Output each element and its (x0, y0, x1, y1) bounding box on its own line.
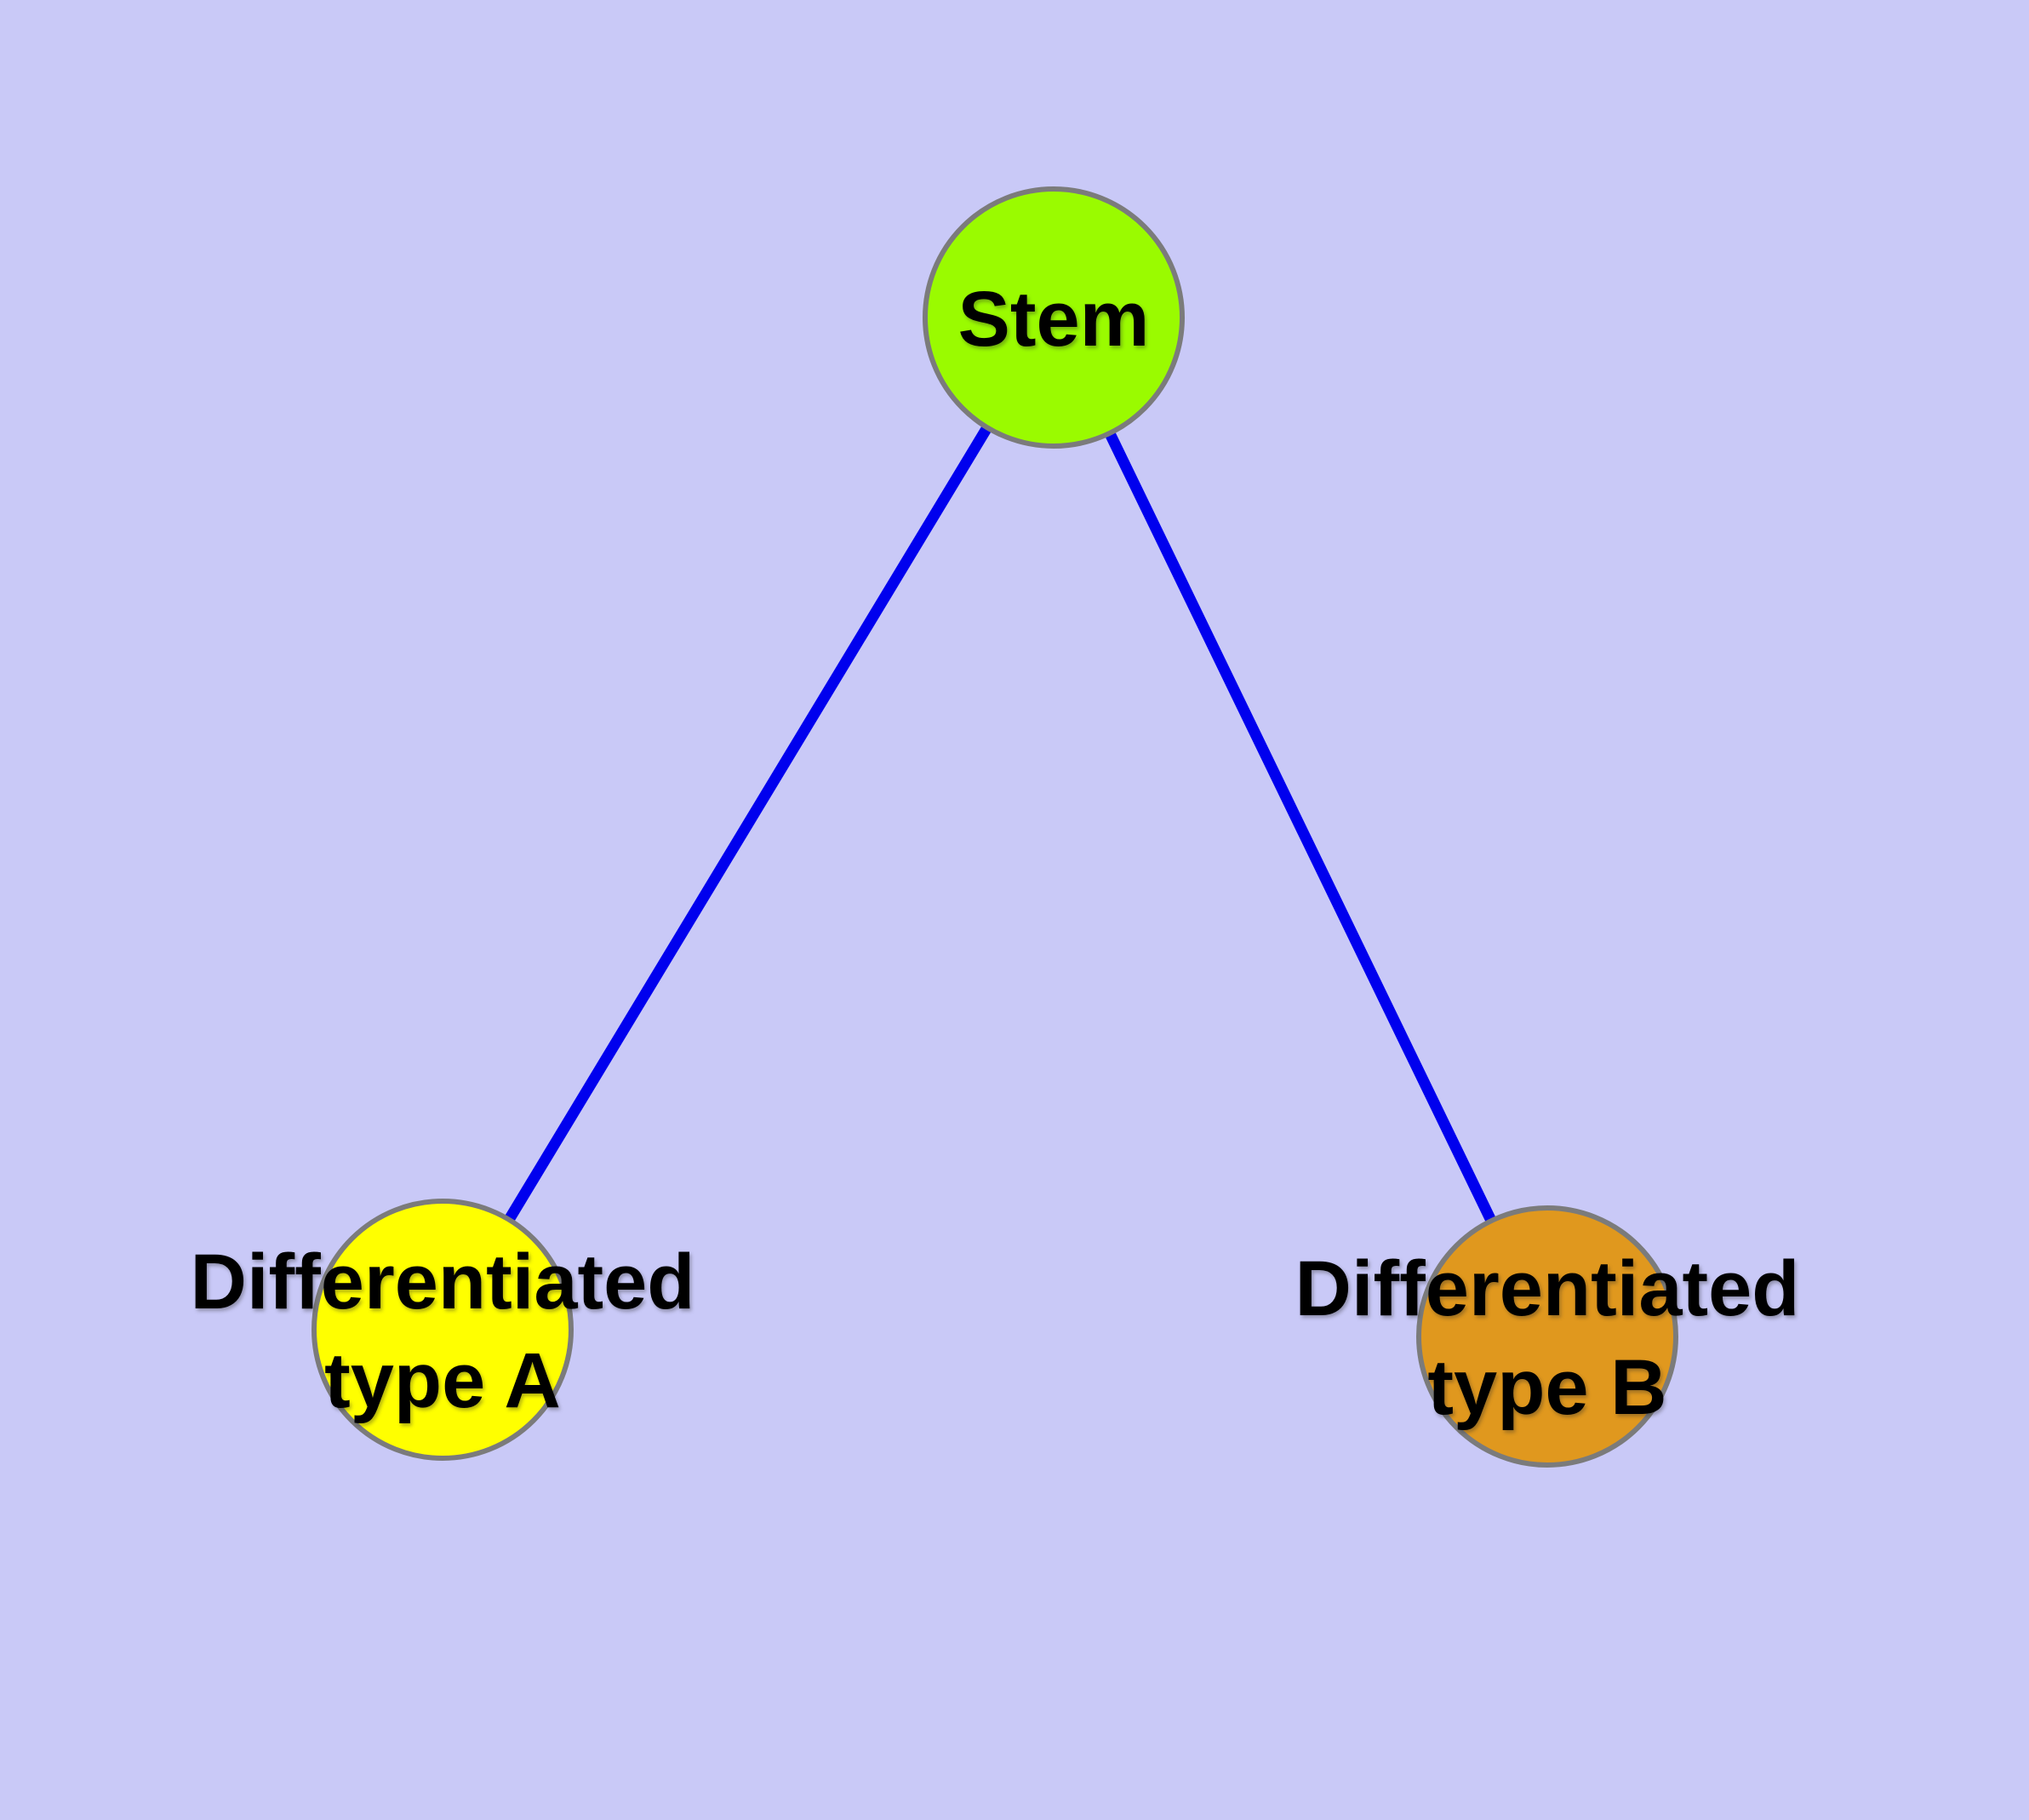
node-stem-label: Stem (958, 276, 1150, 363)
node-stem-label-line-1: Stem (958, 276, 1150, 363)
node-diff-a-label-line-1: Differentiated (191, 1239, 695, 1325)
edge-stem-diff-b (1049, 315, 1552, 1339)
edges-layer (437, 314, 1552, 1339)
edge-stem-diff-a (437, 314, 1059, 1333)
node-diff-b-label: Differentiated type B (1295, 1245, 1800, 1431)
node-diff-b-label-line-1: Differentiated (1295, 1245, 1800, 1332)
node-stem-circle (923, 186, 1185, 449)
node-diff-a-label: Differentiated type A (191, 1239, 695, 1424)
node-diff-a-circle (311, 1199, 574, 1461)
node-diff-b-circle (1416, 1205, 1678, 1468)
node-diff-a-label-line-2: type A (324, 1337, 561, 1424)
nodes-layer (311, 186, 1678, 1468)
node-diff-b-label-line-2: type B (1427, 1344, 1666, 1431)
